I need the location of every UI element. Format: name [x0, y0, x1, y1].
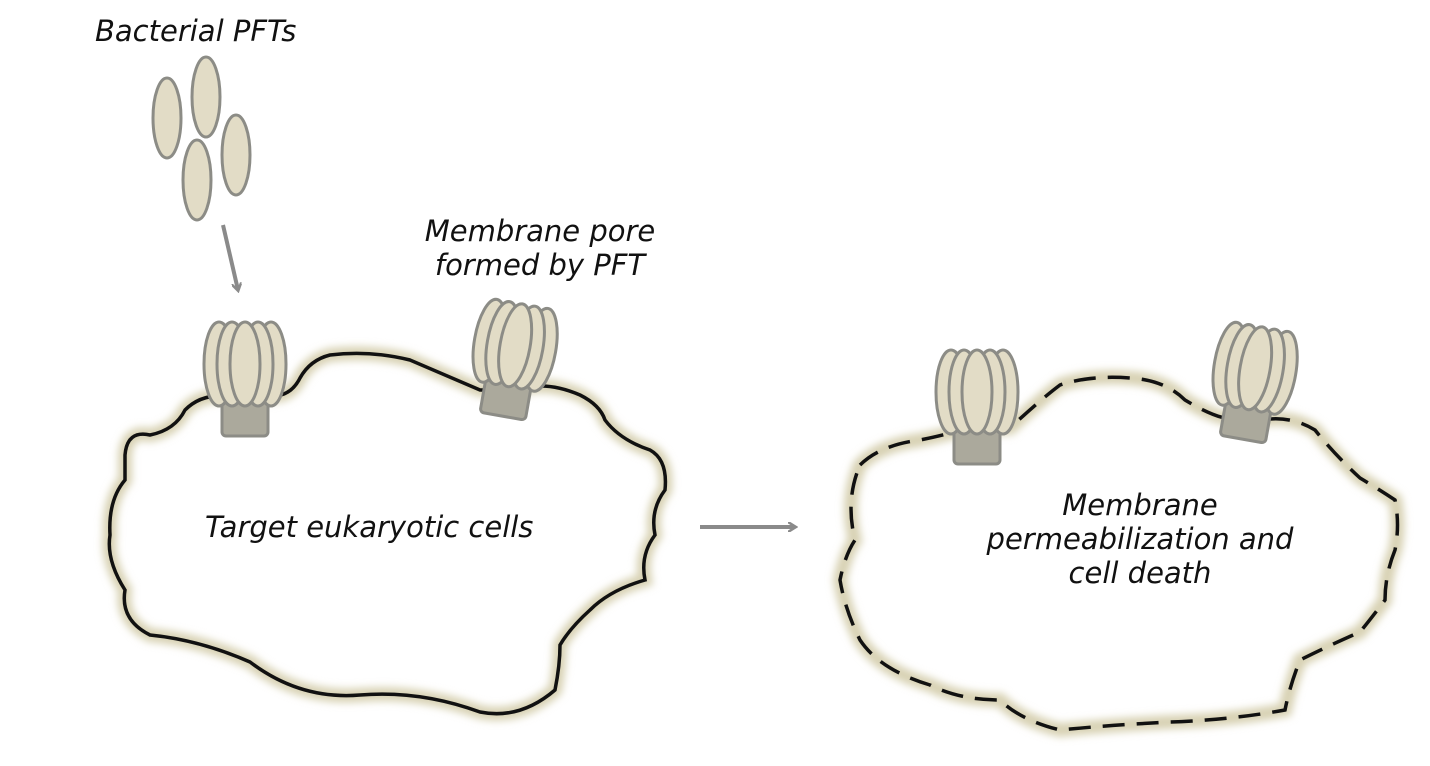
membrane-pore-label-line1: Membrane pore [424, 214, 656, 248]
membrane-pore-label-line2: formed by PFT [434, 248, 646, 282]
damaged-cell-glow [832, 370, 1405, 738]
pore-icon [1211, 320, 1299, 445]
toxin-monomer-icon [181, 138, 213, 222]
membrane-pore-label: Membrane pore formed by PFT [400, 214, 680, 282]
toxin-monomer-icon [220, 113, 252, 197]
pore-subunit [497, 302, 534, 389]
cell-death-label: Membrane permeabilization and cell death [950, 488, 1330, 590]
toxin-monomer-icon [151, 76, 183, 160]
pore-icon [202, 320, 288, 438]
target-cells-label: Target eukaryotic cells [205, 510, 534, 544]
toxin-monomer-cluster [151, 55, 252, 222]
cell-death-label-line3: cell death [1068, 556, 1212, 590]
binding-arrow-icon [221, 224, 238, 290]
pore-icon [471, 297, 559, 422]
toxin-monomer-icon [190, 55, 222, 139]
target-cell-membrane [107, 351, 668, 716]
bacterial-pfts-label: Bacterial PFTs [95, 14, 297, 48]
pore-subunit [1237, 325, 1274, 412]
cell-death-label-line2: permeabilization and [986, 522, 1294, 556]
pore-subunit [228, 320, 262, 408]
pore-subunit [960, 348, 994, 436]
pore-icon [934, 348, 1020, 466]
cell-death-label-line1: Membrane [1062, 488, 1218, 522]
